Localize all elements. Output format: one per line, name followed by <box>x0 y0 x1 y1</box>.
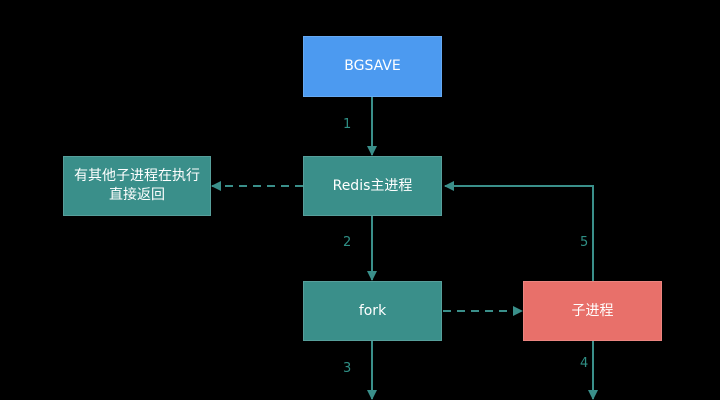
step-label-2: 2 <box>343 235 352 250</box>
child-process-node: 子进程 <box>523 281 662 341</box>
bgsave-label: BGSAVE <box>344 58 401 74</box>
redis-main-process-label: Redis主进程 <box>332 177 413 194</box>
step-label-5: 5 <box>580 235 589 250</box>
other-child-running-node: 有其他子进程在执行 直接返回 <box>63 156 211 216</box>
step-label-3: 3 <box>343 361 352 376</box>
fork-node: fork <box>303 281 442 341</box>
child-process-label: 子进程 <box>571 302 614 319</box>
fork-label: fork <box>358 302 387 319</box>
other-child-running-label-line1: 有其他子进程在执行 <box>74 168 200 184</box>
step-label-4: 4 <box>580 356 589 371</box>
other-child-running-label-line2: 直接返回 <box>109 187 165 203</box>
redis-main-process-node: Redis主进程 <box>303 156 442 216</box>
edge-child-to-main <box>444 181 594 281</box>
bgsave-node: BGSAVE <box>303 36 442 97</box>
step-label-1: 1 <box>343 117 352 132</box>
